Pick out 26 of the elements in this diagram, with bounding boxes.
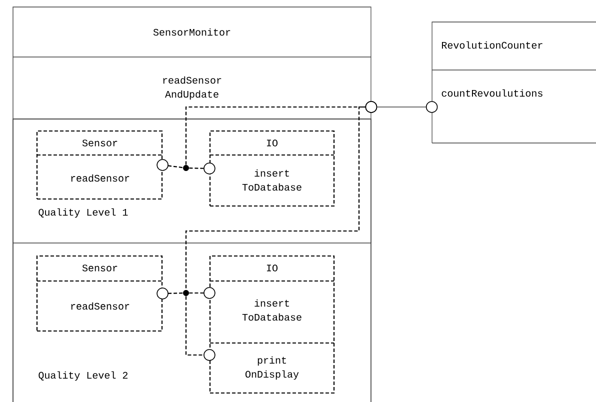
connector: [189, 162, 216, 174]
connector: [185, 296, 216, 361]
class-box: [432, 22, 596, 144]
operation-label: countRevoulutions: [442, 89, 542, 97]
operation-label: readSensor: [71, 174, 130, 182]
class-name: RevolutionCounter: [442, 41, 542, 49]
connector: [156, 288, 183, 300]
level-label: Quality Level 1: [38, 208, 128, 218]
class-box: [209, 130, 335, 207]
connector: [156, 159, 183, 171]
class-name: Sensor: [82, 264, 118, 272]
class-name: Sensor: [82, 140, 118, 146]
class-name: IO: [267, 264, 278, 272]
class-name: SensorMonitor: [153, 28, 230, 36]
class-box: [209, 255, 335, 394]
connector: [365, 101, 438, 113]
class-box: [36, 255, 163, 332]
operation-label: print OnDisplay: [246, 356, 299, 380]
level-label: Quality Level 2: [38, 371, 128, 381]
connector: [189, 287, 216, 299]
operation-label: readSensor: [71, 302, 130, 310]
class-name: IO: [267, 140, 278, 146]
operation-label: readSensor AndUpdate: [163, 76, 222, 100]
operation-label: insert ToDatabase: [242, 169, 302, 191]
operation-label: insert ToDatabase: [242, 299, 302, 321]
class-box: [36, 130, 163, 200]
